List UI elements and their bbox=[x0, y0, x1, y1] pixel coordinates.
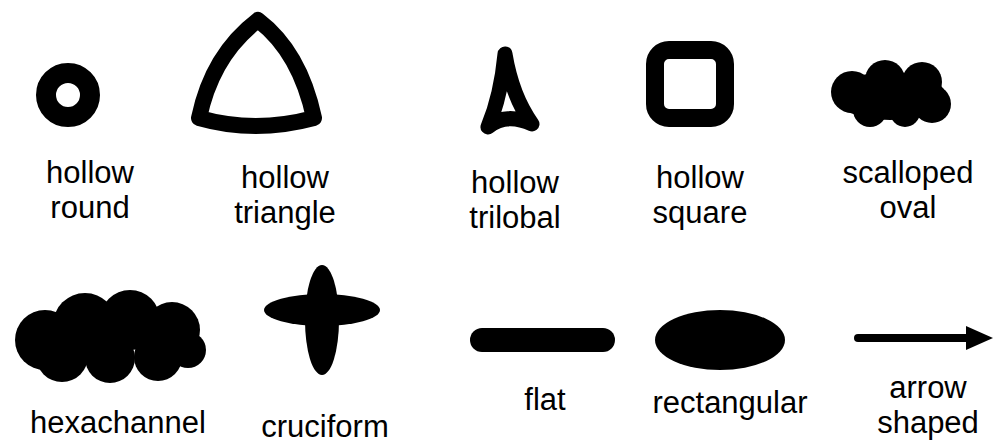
shape-label: scalloped oval bbox=[843, 155, 974, 225]
shape-label: rectangular bbox=[652, 385, 807, 420]
shape-label: cruciform bbox=[261, 409, 388, 444]
flat-shape bbox=[470, 328, 615, 352]
shape-label: hollow triangle bbox=[234, 160, 336, 230]
shape-label: hollow trilobal bbox=[469, 165, 560, 235]
shape-label: hollow square bbox=[653, 160, 748, 230]
cruciform-shape bbox=[264, 265, 380, 375]
arrow-shaped-shape bbox=[858, 326, 993, 350]
hexachannel-shape bbox=[15, 290, 206, 383]
hollow-triangle-shape bbox=[199, 20, 314, 126]
shape-label: arrow shaped bbox=[877, 370, 979, 440]
scalloped-oval-shape bbox=[831, 60, 951, 127]
hollow-round-shape bbox=[46, 73, 90, 117]
shape-label: hexachannel bbox=[30, 405, 206, 440]
hollow-square-shape bbox=[655, 50, 725, 118]
rectangular-shape bbox=[655, 310, 785, 370]
hollow-trilobal-shape bbox=[488, 54, 532, 127]
shape-label: flat bbox=[524, 382, 565, 417]
shape-label: hollow round bbox=[46, 155, 134, 225]
